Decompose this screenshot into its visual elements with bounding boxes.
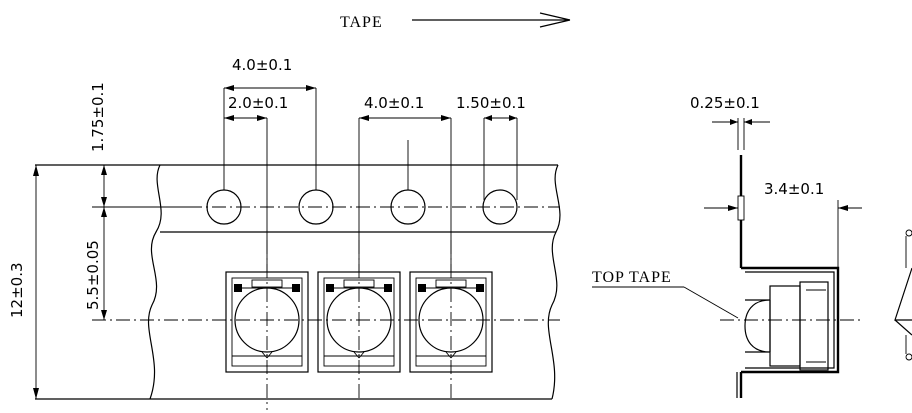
tape-cross-section xyxy=(720,155,860,398)
svg-text:1.75±0.1: 1.75±0.1 xyxy=(89,82,107,152)
top-tape-label: TOP TAPE xyxy=(592,269,672,286)
svg-text:1.50±0.1: 1.50±0.1 xyxy=(456,94,526,112)
extension-lines xyxy=(223,88,518,272)
dim-cover-thickness: 0.25±0.1 xyxy=(690,94,770,150)
dim-pocket-depth: 3.4±0.1 xyxy=(704,180,862,268)
dim-hole-diameter: 1.50±0.1 xyxy=(456,94,526,121)
polarity-symbol xyxy=(894,229,912,361)
tape-direction-arrow xyxy=(412,12,571,28)
svg-text:5.5±0.05: 5.5±0.05 xyxy=(84,240,102,310)
top-tape-callout: TOP TAPE xyxy=(592,269,739,319)
svg-text:2.0±0.1: 2.0±0.1 xyxy=(228,94,288,112)
svg-text:0.25±0.1: 0.25±0.1 xyxy=(690,94,760,112)
carrier-tape-outline xyxy=(35,164,561,400)
dim-tape-width: 12±0.3 xyxy=(8,165,39,399)
svg-text:4.0±0.1: 4.0±0.1 xyxy=(232,56,292,74)
tape-direction-label: TAPE xyxy=(340,14,383,31)
dim-hole-to-center: 5.5±0.05 xyxy=(84,207,107,320)
dim-pocket-pitch: 4.0±0.1 xyxy=(359,94,451,121)
svg-text:4.0±0.1: 4.0±0.1 xyxy=(364,94,424,112)
dim-pitch-total: 4.0±0.1 xyxy=(224,56,316,91)
dim-edge-to-hole: 1.75±0.1 xyxy=(89,82,200,208)
svg-text:12±0.3: 12±0.3 xyxy=(8,262,26,318)
dim-half-pitch: 2.0±0.1 xyxy=(224,94,288,121)
svg-text:3.4±0.1: 3.4±0.1 xyxy=(764,180,824,198)
